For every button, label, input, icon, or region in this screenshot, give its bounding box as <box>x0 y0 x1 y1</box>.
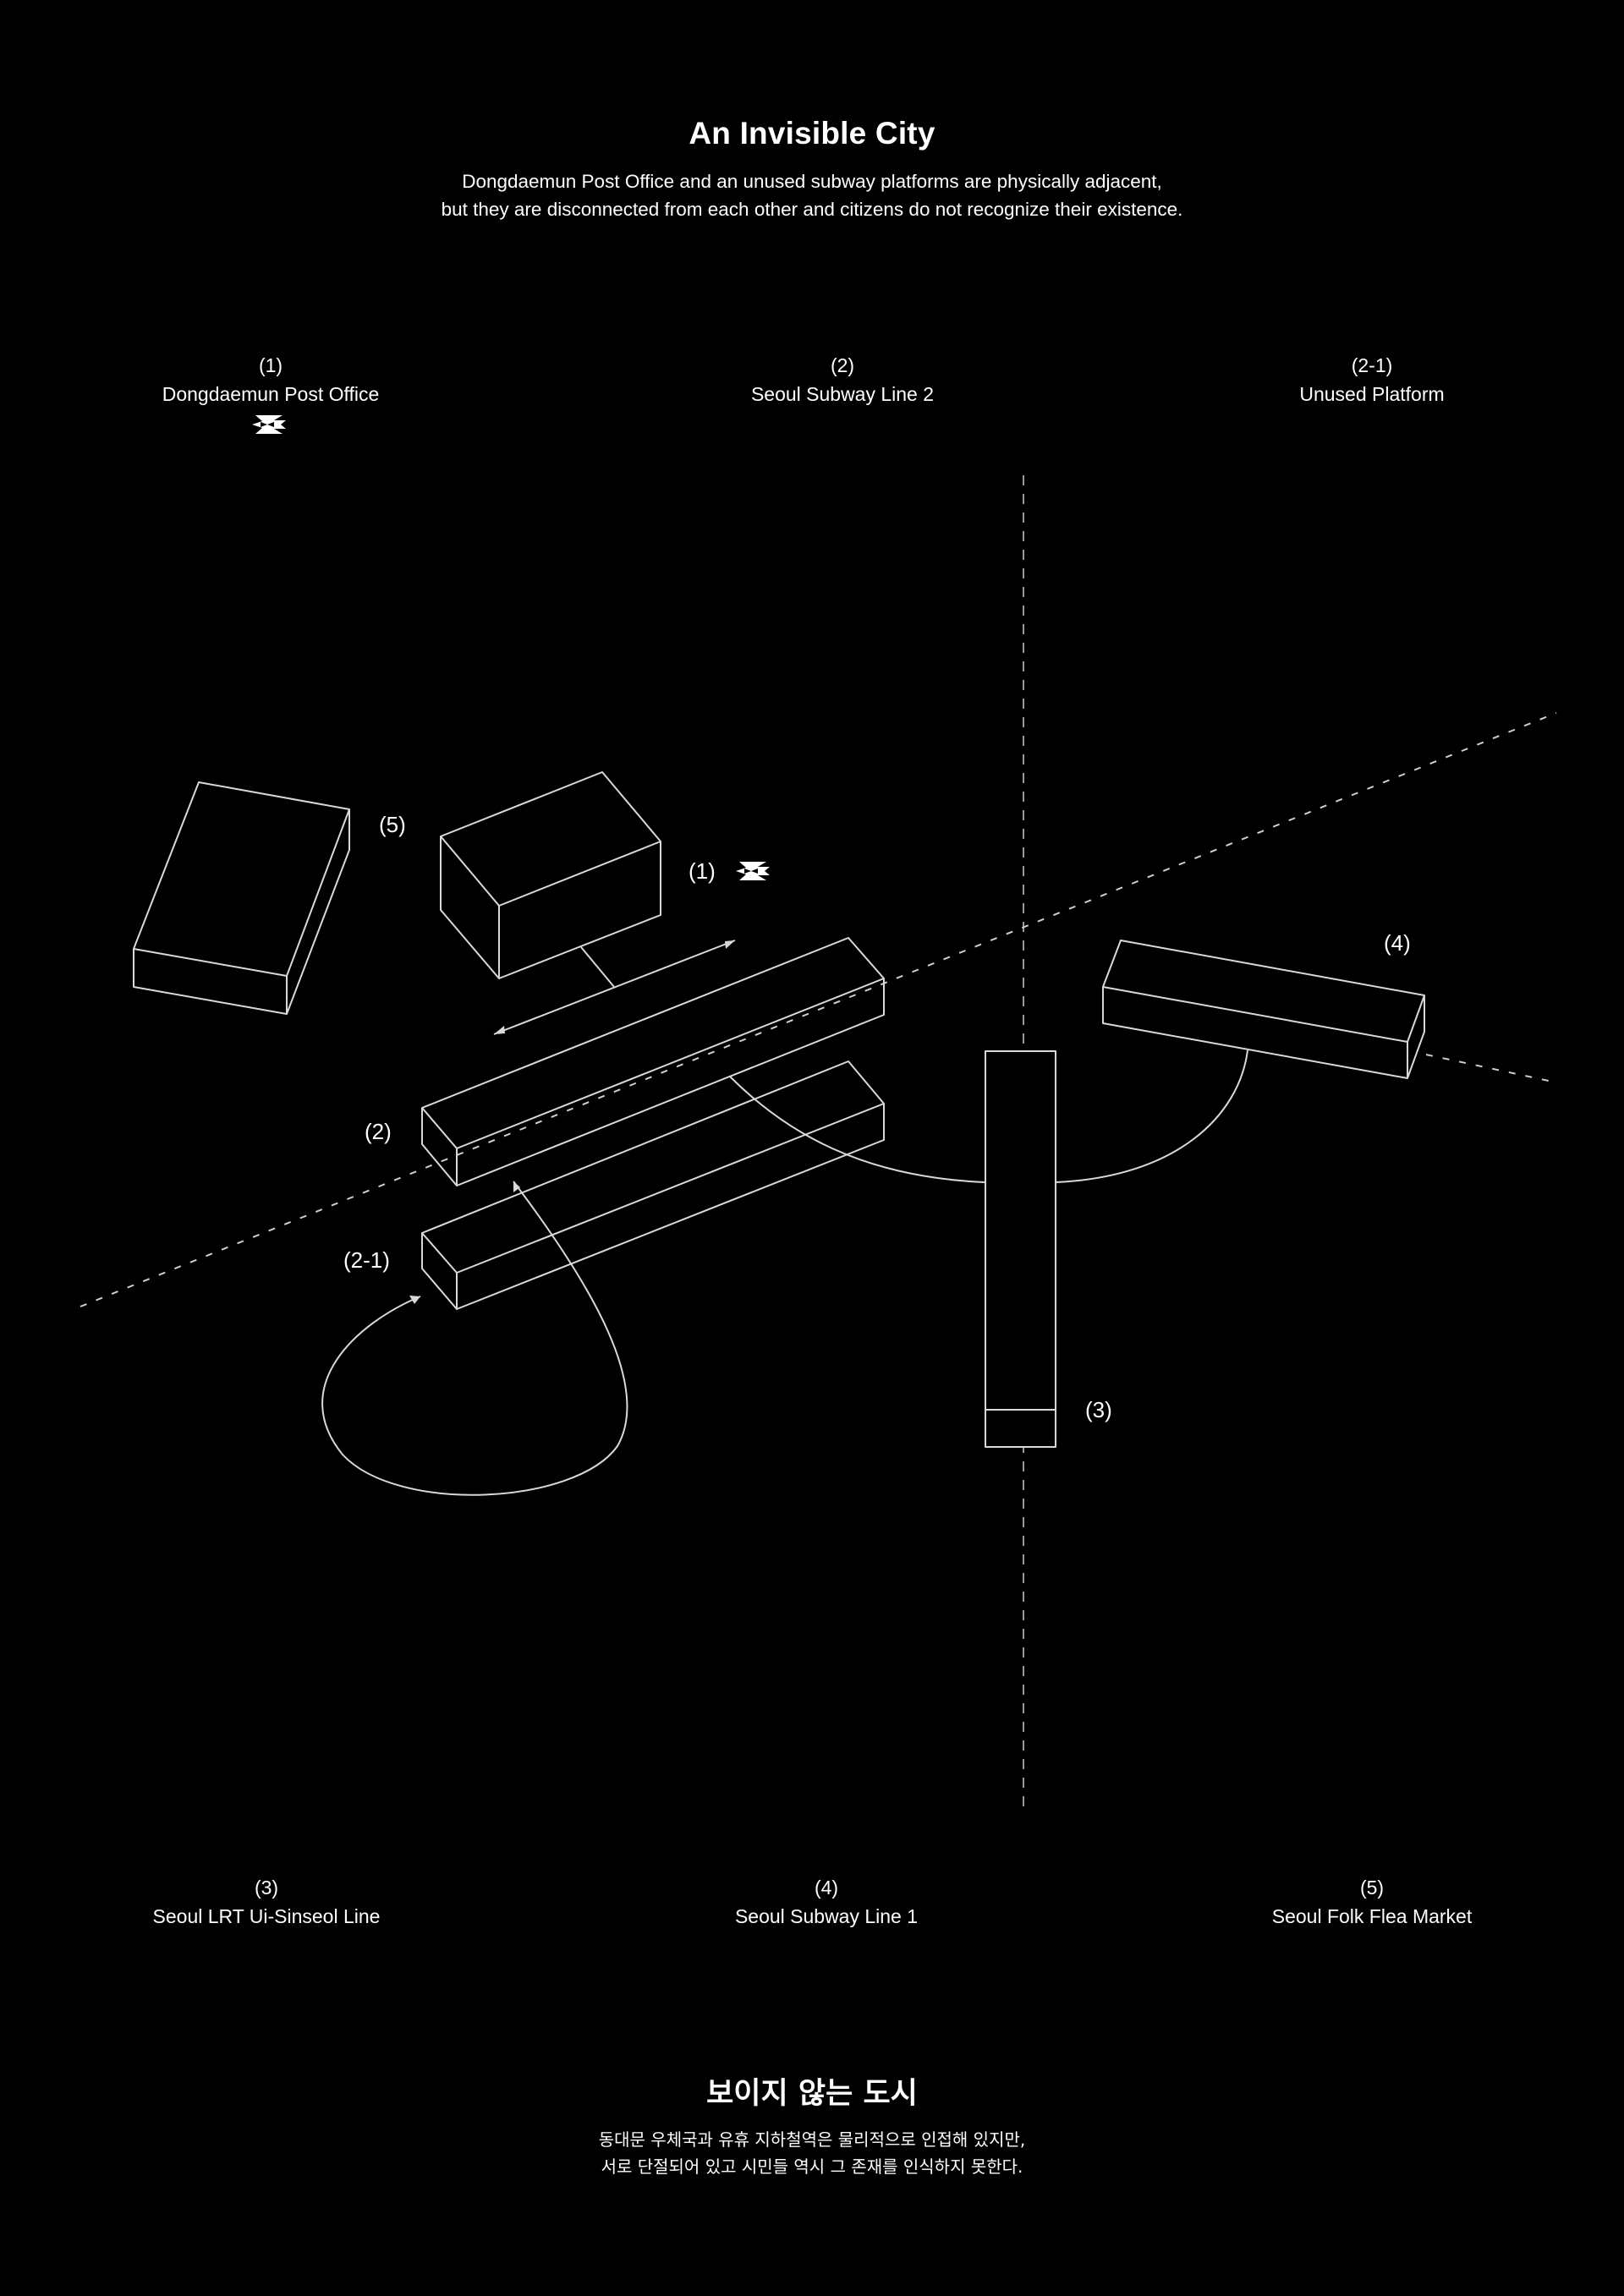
legend-line1: (4) Seoul Subway Line 1 <box>615 1873 1038 1931</box>
subtitle-line: Dongdaemun Post Office and an unused sub… <box>462 171 1162 192</box>
korean-title: 보이지 않는 도시 <box>706 2077 918 2111</box>
tag-line2: (2) <box>365 1119 392 1144</box>
box-line1 <box>1102 940 1425 1079</box>
header: An Invisible City Dongdaemun Post Office… <box>0 112 1624 223</box>
page-title: An Invisible City <box>689 116 935 151</box>
legend-number: (2) <box>830 354 855 376</box>
arrowhead-left-icon <box>494 1026 505 1034</box>
tag-unused-platform: (2-1) <box>343 1247 390 1273</box>
diagonal-axis-guide <box>80 712 1557 1307</box>
line1-extension-guide <box>1425 1054 1557 1083</box>
legend-number: (4) <box>814 1877 839 1899</box>
legend-name: Seoul Subway Line 2 <box>750 383 935 405</box>
legend-unused-platform: (2-1) Unused Platform <box>1160 351 1583 408</box>
loop-unused-platform <box>321 1181 628 1496</box>
legend-number: (3) <box>254 1877 279 1899</box>
legend-name: Seoul LRT Ui-Sinseol Line <box>152 1905 381 1927</box>
subtitle-line: but they are disconnected from each othe… <box>441 199 1183 220</box>
tag-post-office: (1) <box>689 858 716 884</box>
korean-subtitle: 동대문 우체국과 유휴 지하철역은 물리적으로 인접해 있지만, 서로 단절되어… <box>0 2126 1624 2180</box>
legend-number: (2-1) <box>1351 354 1393 376</box>
legend-number: (1) <box>258 354 283 376</box>
box-line2 <box>421 937 885 1186</box>
connection-line2-to-lrt <box>729 1076 986 1183</box>
legend-line2: (2) Seoul Subway Line 2 <box>631 351 1054 408</box>
korea-post-logo-icon <box>59 414 482 436</box>
box-lrt <box>985 1050 1056 1448</box>
loop-arrowhead-icon <box>513 1181 520 1192</box>
legend-name: Unused Platform <box>1299 383 1445 405</box>
tag-flea-market: (5) <box>379 812 406 837</box>
legend-name: Dongdaemun Post Office <box>162 383 380 405</box>
legend-name: Seoul Folk Flea Market <box>1271 1905 1473 1927</box>
connection-lrt-to-line1 <box>1055 1049 1248 1183</box>
legend-flea-market: (5) Seoul Folk Flea Market <box>1160 1873 1583 1931</box>
box-unused-platform <box>421 1060 885 1310</box>
legend-name: Seoul Subway Line 1 <box>734 1905 919 1927</box>
tag-lrt: (3) <box>1085 1397 1112 1422</box>
footer: 보이지 않는 도시 동대문 우체국과 유휴 지하철역은 물리적으로 인접해 있지… <box>0 2072 1624 2180</box>
legend-number: (5) <box>1359 1877 1385 1899</box>
legend-lrt: (3) Seoul LRT Ui-Sinseol Line <box>55 1873 478 1931</box>
box-post-office <box>440 771 661 988</box>
subtitle: Dongdaemun Post Office and an unused sub… <box>0 167 1624 223</box>
korea-post-logo-icon <box>736 862 770 880</box>
box-flea-market <box>133 781 350 1015</box>
legend-post-office: (1) Dongdaemun Post Office <box>59 351 482 436</box>
arrowhead-right-icon <box>725 940 735 949</box>
korean-subtitle-line: 서로 단절되어 있고 시민들 역시 그 존재를 인식하지 못한다. <box>601 2156 1023 2177</box>
korean-subtitle-line: 동대문 우체국과 유휴 지하철역은 물리적으로 인접해 있지만, <box>598 2129 1026 2150</box>
loop-arrowhead-icon <box>409 1296 420 1304</box>
tag-line1: (4) <box>1384 930 1411 956</box>
bidirectional-arrow <box>493 940 736 1035</box>
